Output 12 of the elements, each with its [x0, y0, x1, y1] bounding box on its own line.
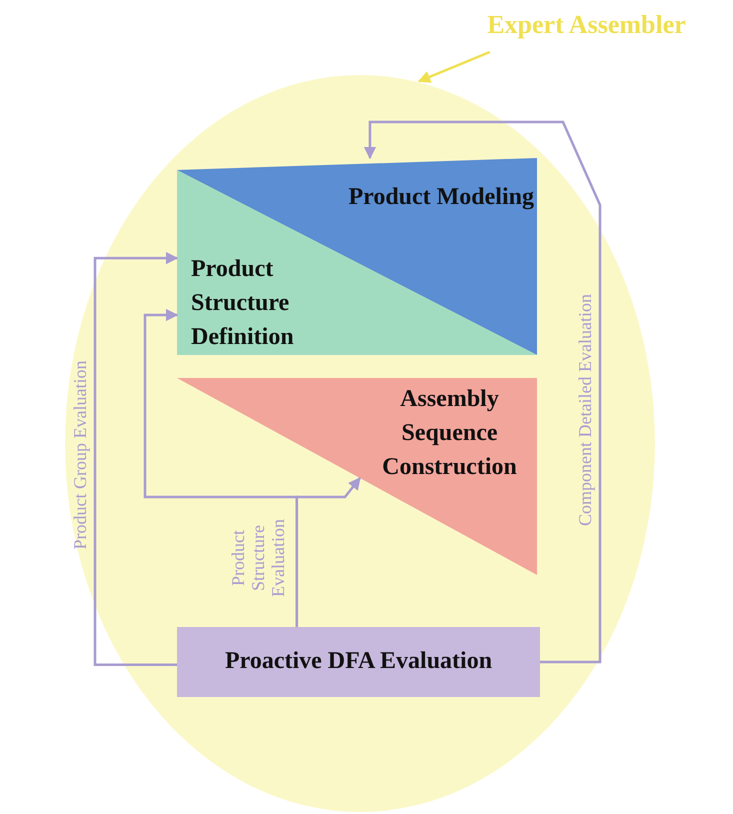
- arrow: [364, 120, 602, 664]
- node-label: Product Modeling: [347, 183, 534, 212]
- leader-arrow: [418, 50, 490, 83]
- node-label: Assembly Sequence Construction: [381, 385, 518, 482]
- edge-label: Component Detailed Evaluation: [575, 294, 595, 526]
- node-label: Proactive DFA Evaluation: [224, 647, 494, 676]
- edge-label: Product Structure Evaluation: [228, 518, 288, 599]
- arrow: [296, 477, 361, 627]
- edge-label: Product Group Evaluation: [70, 360, 90, 550]
- actor-label: Expert Assembler: [486, 9, 687, 41]
- node-label: Product Structure Definition: [191, 255, 295, 352]
- arrow: [94, 252, 178, 666]
